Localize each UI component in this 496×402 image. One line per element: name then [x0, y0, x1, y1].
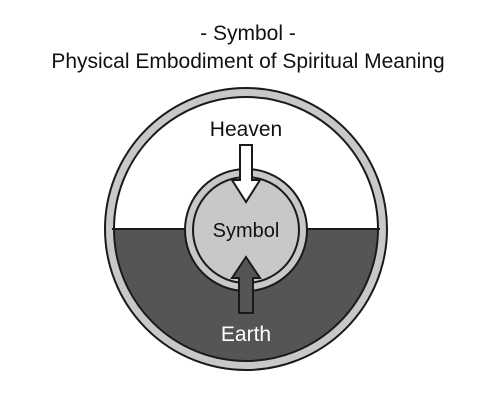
heaven-label: Heaven — [210, 118, 282, 141]
diagram-title: - Symbol - Physical Embodiment of Spirit… — [0, 20, 496, 76]
earth-arrow — [230, 255, 262, 314]
earth-label: Earth — [221, 323, 271, 346]
title-line-2: Physical Embodiment of Spiritual Meaning — [51, 50, 445, 73]
symbol-label: Symbol — [213, 220, 280, 242]
heaven-arrow — [230, 144, 262, 204]
title-line-1: - Symbol - — [200, 22, 296, 45]
inner-disk-outline — [113, 96, 379, 362]
